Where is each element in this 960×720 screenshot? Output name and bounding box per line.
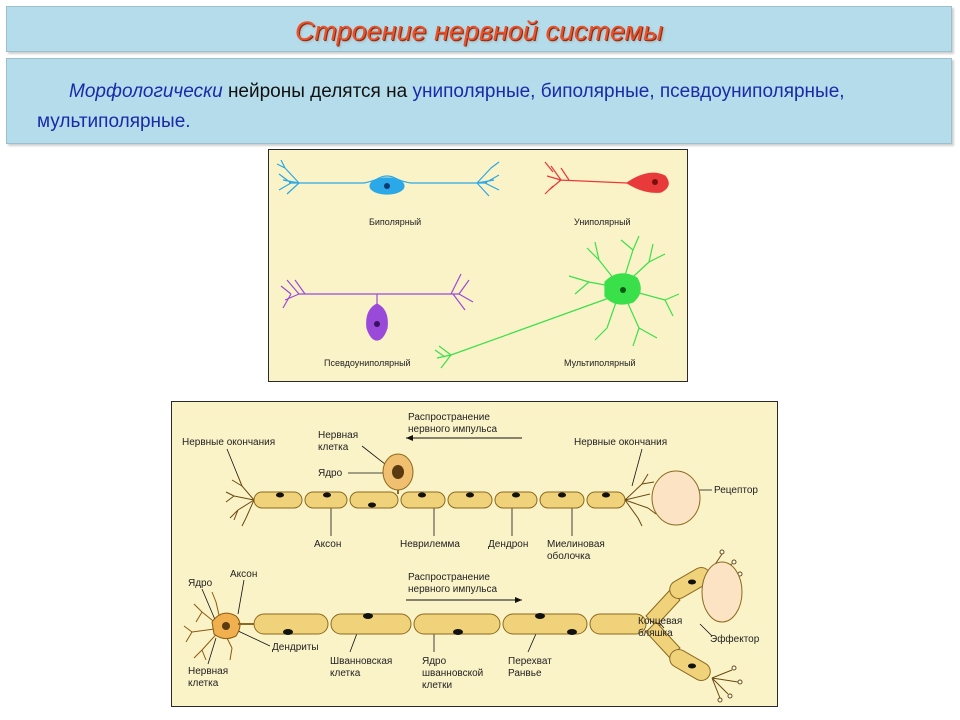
pseudounipolar-neuron [280, 273, 474, 341]
label-bipolar: Биполярный [369, 217, 421, 227]
sensory-nerve-endings-right: Нервные окончания [574, 437, 667, 448]
motor-neuron: Ядро Аксон Распространение нервного импу… [183, 549, 760, 703]
motor-schwann-nucleus-line2: шванновской [422, 668, 483, 679]
label-unipolar: Униполярный [574, 217, 631, 227]
neuron-structure-figure: Распространение нервного импульса Нервны… [182, 412, 760, 703]
motor-nerve-cell-line2: клетка [188, 678, 219, 689]
motor-dendrites-label: Дендриты [272, 642, 319, 653]
motor-impulse-line1: Распространение [408, 572, 490, 583]
sensory-nerve-cell-line1: Нервная [318, 430, 358, 441]
motor-effector-label: Эффектор [710, 633, 760, 645]
motor-ranvier-line1: Перехват [508, 656, 552, 667]
motor-ranvier-line2: Ранвье [508, 668, 542, 679]
sensory-dendron-label: Дендрон [488, 539, 528, 550]
sensory-myelin-line2: оболочка [547, 550, 591, 562]
end-plate-branches [645, 567, 711, 681]
motor-end-plate-line1: Концевая [638, 616, 682, 627]
sensory-receptor-label: Рецептор [714, 485, 758, 496]
intro-paragraph: Морфологически нейроны делятся на унипол… [37, 77, 927, 137]
sensory-neuron: Распространение нервного импульса Нервны… [182, 412, 758, 562]
sensory-neurilemma-label: Неврилемма [400, 539, 460, 550]
intro-mid: нейроны делятся на [227, 81, 408, 102]
motor-axon-label: Аксон [230, 569, 257, 580]
neuron-types-panel: Биполярный Униполярный Псевдоуниполярный [268, 149, 688, 382]
title-bar: Строение нервной системы [6, 6, 952, 52]
intro-box: Морфологически нейроны делятся на унипол… [6, 58, 952, 144]
motor-nucleus-label: Ядро [188, 578, 213, 589]
motor-impulse-line2: нервного импульса [408, 584, 498, 595]
receptor-shape [651, 470, 701, 526]
sensory-nerve-endings-left: Нервные окончания [182, 437, 275, 448]
motor-end-plate-line2: бляшка [638, 627, 673, 639]
intro-lead: Морфологически [69, 81, 223, 102]
motor-schwann-nucleus-line1: Ядро [422, 656, 447, 667]
intro-types: униполярные, биполярные, [412, 81, 655, 102]
motor-schwann-line1: Шванновская [330, 656, 392, 667]
effector-shape [701, 561, 743, 623]
neuron-types-figure: Биполярный Униполярный Псевдоуниполярный [276, 159, 680, 369]
motor-schwann-nucleus-line3: клетки [422, 680, 452, 691]
sensory-cell-body [382, 453, 414, 494]
bipolar-neuron [276, 159, 500, 197]
motor-nerve-cell-line1: Нервная [188, 666, 228, 677]
label-pseudounipolar: Псевдоуниполярный [324, 358, 411, 368]
unipolar-neuron [544, 161, 669, 195]
sensory-impulse-line2: нервного импульса [408, 424, 498, 435]
intro-line2: псевдоуниполярные, мультиполярные. [37, 81, 845, 132]
neuron-structure-panel: Распространение нервного импульса Нервны… [171, 401, 778, 707]
slide-title: Строение нервной системы [294, 16, 664, 46]
sensory-nerve-cell-line2: клетка [318, 442, 349, 453]
sensory-nucleus-label: Ядро [318, 468, 343, 479]
label-multipolar: Мультиполярный [564, 358, 636, 368]
sensory-axon-label: Аксон [314, 539, 341, 550]
sensory-myelin-segments [253, 491, 626, 509]
sensory-myelin-line1: Миелиновая [547, 539, 605, 550]
multipolar-neuron [434, 235, 680, 369]
motor-schwann-line2: клетка [330, 668, 361, 679]
motor-myelin-segments [253, 613, 647, 635]
sensory-impulse-line1: Распространение [408, 412, 490, 423]
